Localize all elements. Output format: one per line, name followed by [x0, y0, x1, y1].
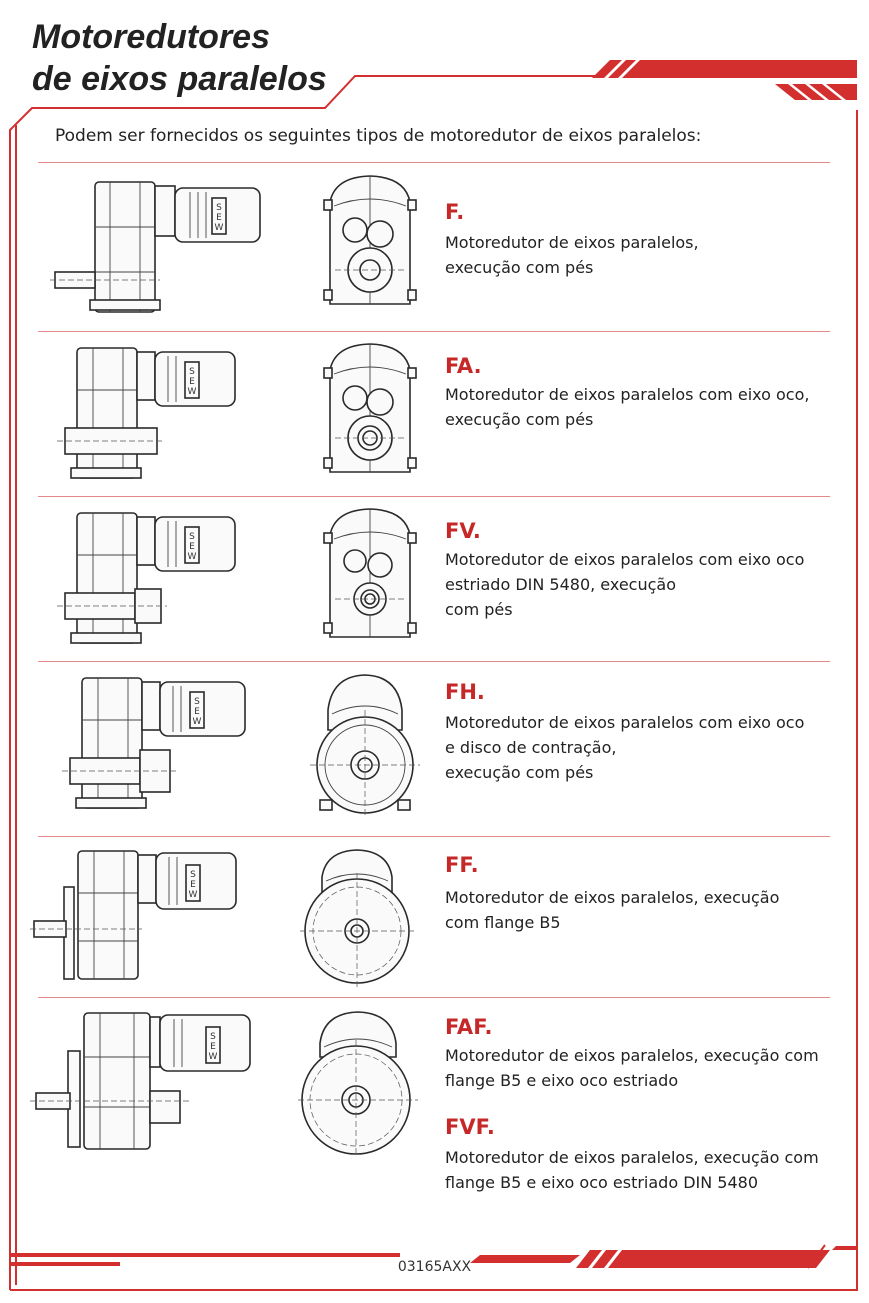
sew-badge-e: E [194, 707, 200, 717]
gearmotor-side-view-drawing: S E W [30, 1012, 251, 1150]
product-code: FVF. [445, 1115, 495, 1139]
product-code: FF. [445, 853, 479, 877]
gearmotor-front-view-drawing [323, 175, 417, 305]
product-code: FA. [445, 354, 482, 378]
desc-line: Motoredutor de eixos paralelos, execução [445, 888, 780, 907]
desc-line: Motoredutor de eixos paralelos, [445, 233, 699, 252]
product-code: FH. [445, 680, 485, 704]
gearmotor-side-view-drawing: S E W [62, 677, 246, 809]
gearmotor-front-view-drawing [310, 674, 420, 815]
document-code: 03165AXX [397, 1259, 472, 1275]
product-description: Motoredutor de eixos paralelos, execução… [445, 1043, 840, 1093]
separator [38, 496, 830, 497]
intro-text: Podem ser fornecidos os seguintes tipos … [55, 126, 702, 146]
sew-badge-w: W [209, 1052, 218, 1062]
desc-line: Motoredutor de eixos paralelos com eixo … [445, 550, 805, 569]
sew-badge-e: E [190, 880, 196, 890]
product-code: F. [445, 200, 465, 224]
product-description: Motoredutor de eixos paralelos com eixo … [445, 382, 840, 432]
gearmotor-side-view-drawing: S E W [57, 347, 236, 479]
title-line-2: de eixos paralelos [32, 60, 327, 98]
desc-line: execução com pés [445, 410, 594, 429]
gearmotor-side-view-drawing: S E W [50, 181, 261, 313]
sew-badge-w: W [188, 387, 197, 397]
separator [38, 661, 830, 662]
title-line-1: Motoredutores [32, 18, 270, 56]
separator [38, 162, 830, 163]
product-description: Motoredutor de eixos paralelos, execução… [445, 1145, 840, 1195]
sew-badge-e: E [189, 377, 195, 387]
sew-badge-s: S [190, 870, 196, 880]
desc-line: estriado DIN 5480, execução [445, 575, 677, 594]
product-description: Motoredutor de eixos paralelos, execução… [445, 885, 840, 935]
gearmotor-front-view-drawing [323, 343, 417, 473]
gearmotor-front-view-drawing [323, 508, 417, 638]
desc-line: execução com pés [445, 763, 594, 782]
sew-badge-w: W [189, 890, 198, 900]
product-code: FV. [445, 519, 481, 543]
product-description: Motoredutor de eixos paralelos, execução… [445, 230, 840, 280]
separator [38, 836, 830, 837]
sew-badge-e: E [216, 213, 222, 223]
desc-line: e disco de contração, [445, 738, 617, 757]
separator [38, 331, 830, 332]
gearmotor-front-view-drawing [300, 849, 415, 988]
desc-line: Motoredutor de eixos paralelos com eixo … [445, 713, 805, 732]
gearmotor-side-view-drawing: S E W [30, 850, 237, 980]
desc-line: Motoredutor de eixos paralelos, execução… [445, 1148, 819, 1167]
product-code: FAF. [445, 1015, 493, 1039]
sew-badge-s: S [189, 367, 195, 377]
gearmotor-front-view-drawing [298, 1011, 418, 1155]
sew-badge-w: W [193, 717, 202, 727]
sew-badge-s: S [216, 203, 222, 213]
sew-badge-s: S [189, 532, 195, 542]
desc-line: Motoredutor de eixos paralelos, execução… [445, 1046, 819, 1065]
gearmotor-side-view-drawing: S E W [57, 512, 236, 644]
separator [38, 997, 830, 998]
sew-badge-w: W [188, 552, 197, 562]
desc-line: com flange B5 [445, 913, 561, 932]
sew-badge-e: E [210, 1042, 216, 1052]
sew-badge-w: W [215, 223, 224, 233]
sew-badge-s: S [210, 1032, 216, 1042]
desc-line: flange B5 e eixo oco estriado [445, 1071, 679, 1090]
sew-badge-e: E [189, 542, 195, 552]
product-description: Motoredutor de eixos paralelos com eixo … [445, 547, 840, 622]
desc-line: Motoredutor de eixos paralelos com eixo … [445, 385, 810, 404]
desc-line: execução com pés [445, 258, 594, 277]
desc-line: flange B5 e eixo oco estriado DIN 5480 [445, 1173, 759, 1192]
desc-line: com pés [445, 600, 513, 619]
sew-badge-s: S [194, 697, 200, 707]
page-title: Motoredutores de eixos paralelos [32, 16, 327, 100]
product-description: Motoredutor de eixos paralelos com eixo … [445, 710, 840, 785]
